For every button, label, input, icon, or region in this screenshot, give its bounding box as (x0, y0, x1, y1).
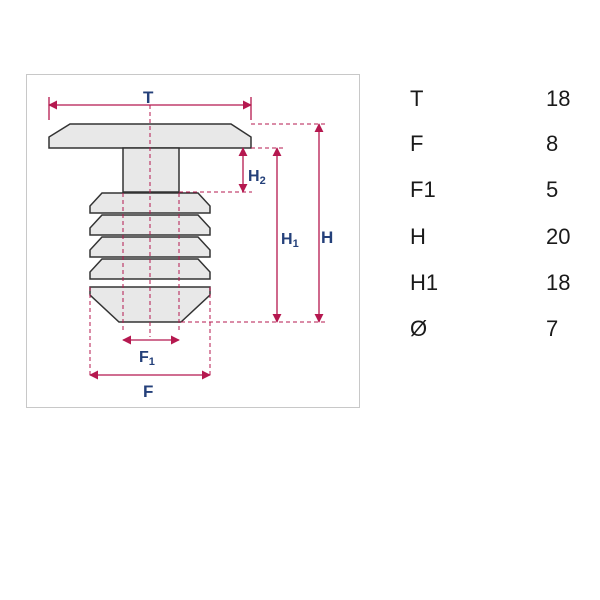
spec-label: F (410, 131, 424, 156)
spec-value: 18 (546, 270, 571, 295)
spec-row-diameter: Ø 7 (410, 316, 590, 346)
spec-row-f1: F1 5 (410, 177, 590, 207)
spec-label: H1 (410, 270, 439, 295)
spec-label: T (410, 86, 424, 111)
clip-technical-drawing: T H2 H1 H F1 F (48, 88, 333, 401)
spec-row-f: F 8 (410, 131, 590, 161)
label-f: F (143, 382, 153, 401)
spec-label: Ø (410, 316, 428, 341)
spec-row-t: T 18 (410, 86, 590, 116)
guide-lines (89, 105, 327, 377)
spec-label: F1 (410, 177, 436, 202)
spec-value: 5 (546, 177, 559, 202)
spec-row-h1: H1 18 (410, 270, 590, 300)
label-t: T (143, 88, 154, 107)
label-h1: H1 (281, 231, 299, 250)
spec-value: 8 (546, 131, 559, 156)
clip-neck (122, 147, 180, 193)
spec-value: 18 (546, 86, 571, 111)
dimension-lines (48, 97, 324, 380)
label-f1: F1 (139, 349, 155, 368)
spec-value: 20 (546, 224, 571, 249)
label-h: H (321, 228, 333, 247)
spec-value: 7 (546, 316, 559, 341)
spec-label: H (410, 224, 426, 249)
spec-row-h: H 20 (410, 224, 590, 254)
label-h2: H2 (248, 168, 266, 187)
diagram-frame: T H2 H1 H F1 F (26, 74, 360, 408)
